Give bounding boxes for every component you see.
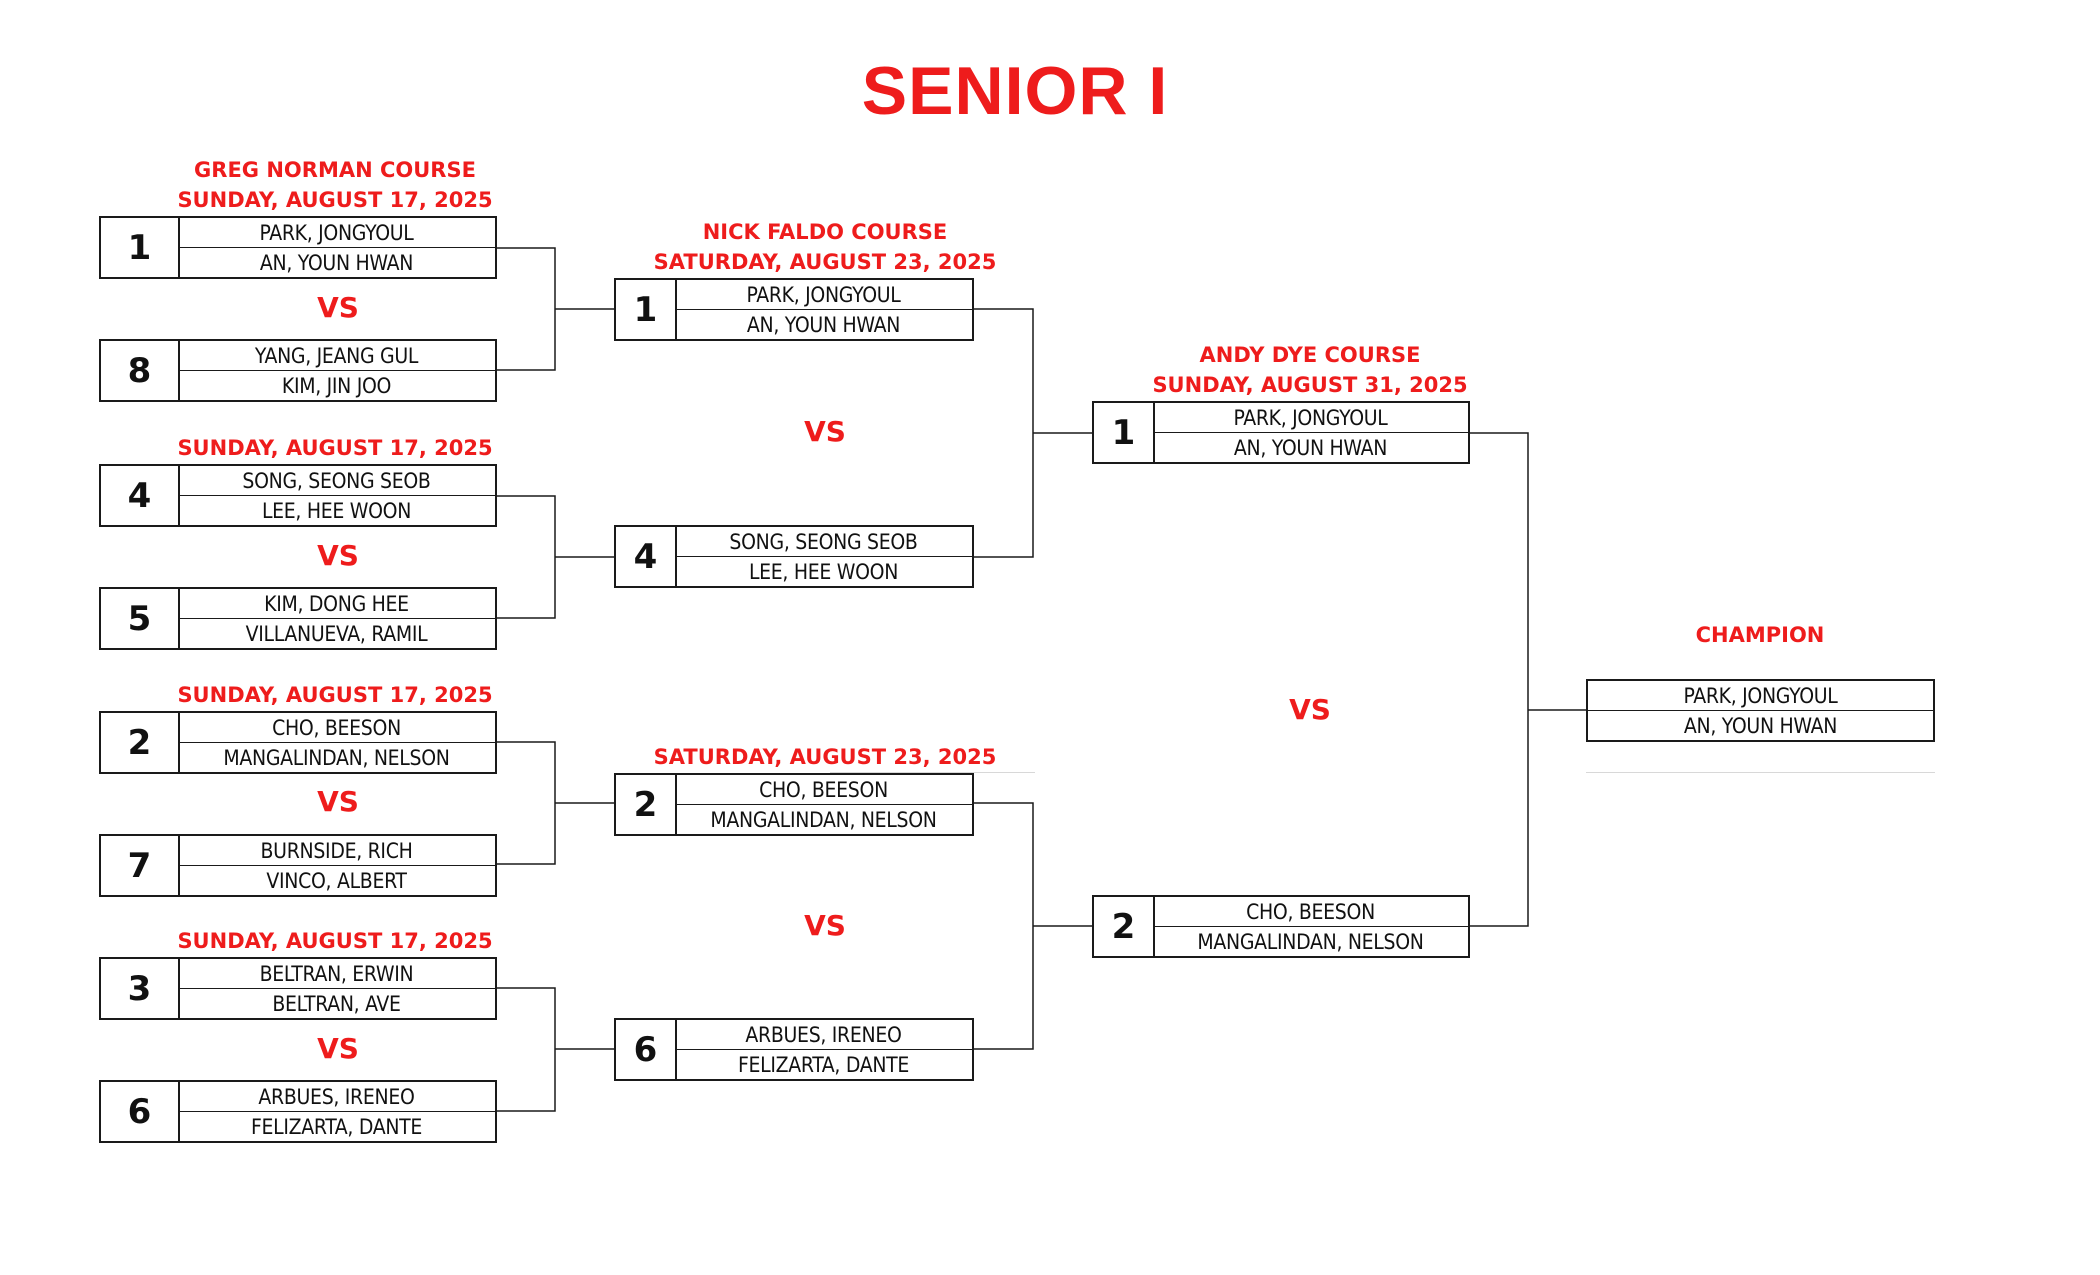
bracket-connector: [1470, 432, 1586, 927]
player-name: MANGALINDAN, NELSON: [1197, 929, 1424, 954]
round2-match1-date: SATURDAY, AUGUST 23, 2025: [653, 250, 997, 274]
team-box: 2 CHO, BEESON MANGALINDAN, NELSON: [1092, 895, 1470, 958]
player-name: YANG, JEANG GUL: [178, 341, 495, 371]
player-name: PARK, JONGYOUL: [178, 218, 495, 248]
divider: [830, 772, 1035, 773]
team-box: 2 CHO, BEESON MANGALINDAN, NELSON: [614, 773, 974, 836]
player-name: FELIZARTA, DANTE: [737, 1052, 910, 1077]
team-box: 6 ARBUES, IRENEO FELIZARTA, DANTE: [614, 1018, 974, 1081]
team-box: 8 YANG, JEANG GUL KIM, JIN JOO: [99, 339, 497, 402]
vs-label: VS: [317, 785, 359, 818]
bracket-connector: [497, 495, 614, 619]
vs-label: VS: [317, 291, 359, 324]
bracket-connector: [974, 308, 1092, 558]
player-name: CHO, BEESON: [1153, 897, 1468, 927]
bracket-connector: [497, 247, 614, 371]
player-name: VILLANUEVA, RAMIL: [245, 621, 428, 646]
team-box: 1 PARK, JONGYOUL AN, YOUN HWAN: [1092, 401, 1470, 464]
player-name: AN, YOUN HWAN: [746, 312, 901, 337]
team-box: 4 SONG, SEONG SEOB LEE, HEE WOON: [614, 525, 974, 588]
round1-course: GREG NORMAN COURSE: [194, 158, 476, 182]
page-title: SENIOR I: [861, 53, 1169, 129]
player-name: AN, YOUN HWAN: [259, 250, 414, 275]
team-box: 3 BELTRAN, ERWIN BELTRAN, AVE: [99, 957, 497, 1020]
round2-course: NICK FALDO COURSE: [702, 220, 948, 244]
player-name: SONG, SEONG SEOB: [675, 527, 972, 557]
vs-label: VS: [317, 539, 359, 572]
team-box: 1 PARK, JONGYOUL AN, YOUN HWAN: [614, 278, 974, 341]
bracket-connector: [974, 802, 1092, 1050]
bracket-connector: [497, 741, 614, 865]
champion-box: PARK, JONGYOUL AN, YOUN HWAN: [1586, 679, 1935, 742]
player-name: CHO, BEESON: [178, 713, 495, 743]
player-name: BURNSIDE, RICH: [178, 836, 495, 866]
player-name: BELTRAN, AVE: [272, 991, 401, 1016]
vs-label: VS: [1289, 693, 1331, 726]
vs-label: VS: [804, 415, 846, 448]
round1-match4-date: SUNDAY, AUGUST 17, 2025: [177, 929, 493, 953]
player-name: KIM, JIN JOO: [281, 373, 392, 398]
final-date: SUNDAY, AUGUST 31, 2025: [1152, 373, 1468, 397]
player-name: MANGALINDAN, NELSON: [223, 745, 450, 770]
player-name: ARBUES, IRENEO: [178, 1082, 495, 1112]
team-box: 7 BURNSIDE, RICH VINCO, ALBERT: [99, 834, 497, 897]
team-box: 2 CHO, BEESON MANGALINDAN, NELSON: [99, 711, 497, 774]
round1-match2-date: SUNDAY, AUGUST 17, 2025: [177, 436, 493, 460]
player-name: SONG, SEONG SEOB: [178, 466, 495, 496]
player-name: FELIZARTA, DANTE: [250, 1114, 423, 1139]
player-name: MANGALINDAN, NELSON: [710, 807, 937, 832]
champion-label: CHAMPION: [1695, 623, 1825, 647]
player-name: AN, YOUN HWAN: [1683, 713, 1838, 738]
bracket-connector: [497, 987, 614, 1112]
final-course: ANDY DYE COURSE: [1199, 343, 1421, 367]
team-box: 6 ARBUES, IRENEO FELIZARTA, DANTE: [99, 1080, 497, 1143]
player-name: LEE, HEE WOON: [261, 498, 412, 523]
player-name: CHO, BEESON: [675, 775, 972, 805]
player-name: PARK, JONGYOUL: [1588, 681, 1933, 711]
player-name: AN, YOUN HWAN: [1233, 435, 1388, 460]
player-name: VINCO, ALBERT: [266, 868, 407, 893]
team-box: 1 PARK, JONGYOUL AN, YOUN HWAN: [99, 216, 497, 279]
round2-match2-date: SATURDAY, AUGUST 23, 2025: [653, 745, 997, 769]
player-name: PARK, JONGYOUL: [675, 280, 972, 310]
player-name: KIM, DONG HEE: [178, 589, 495, 619]
vs-label: VS: [317, 1032, 359, 1065]
player-name: BELTRAN, ERWIN: [178, 959, 495, 989]
team-box: 5 KIM, DONG HEE VILLANUEVA, RAMIL: [99, 587, 497, 650]
player-name: LEE, HEE WOON: [748, 559, 899, 584]
player-name: PARK, JONGYOUL: [1153, 403, 1468, 433]
player-name: ARBUES, IRENEO: [675, 1020, 972, 1050]
divider: [1586, 772, 1935, 773]
team-box: 4 SONG, SEONG SEOB LEE, HEE WOON: [99, 464, 497, 527]
vs-label: VS: [804, 909, 846, 942]
round1-match1-date: SUNDAY, AUGUST 17, 2025: [177, 188, 493, 212]
round1-match3-date: SUNDAY, AUGUST 17, 2025: [177, 683, 493, 707]
